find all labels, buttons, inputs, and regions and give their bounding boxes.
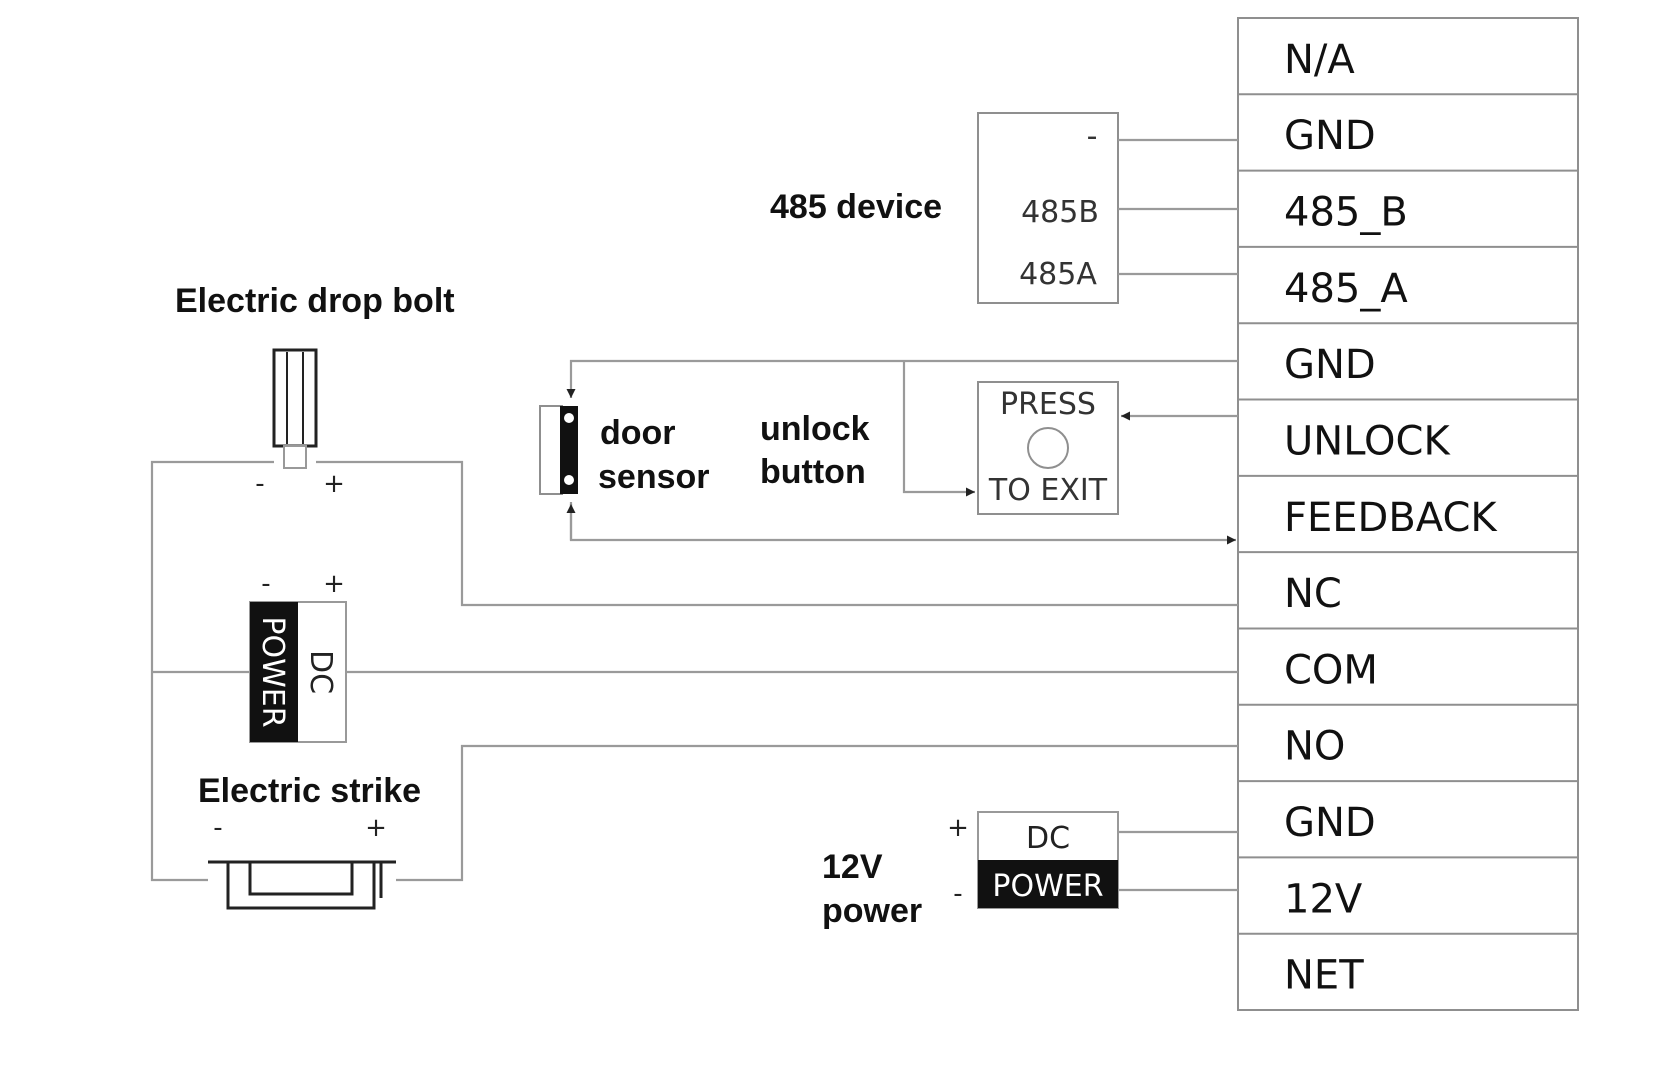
door-sensor-label-line1: door: [600, 414, 676, 452]
terminal-label: GND: [1284, 113, 1376, 159]
door-sensor-label-line2: sensor: [598, 458, 710, 496]
door-sensor-contact-top: [564, 413, 574, 423]
door-sensor-body: [539, 405, 563, 495]
electric-strike-minus: -: [213, 813, 222, 843]
wire-gnd-exit-button: [902, 361, 975, 497]
terminal-label: NO: [1284, 724, 1345, 770]
dc-power-left-plus: +: [323, 569, 345, 599]
drop-bolt-pin: [283, 445, 307, 469]
device-485-label: 485 device: [770, 188, 942, 226]
drop-bolt-label: Electric drop bolt: [175, 282, 455, 320]
terminal-label: 12V: [1284, 876, 1363, 922]
wire-no: [396, 744, 1238, 882]
terminal-label: GND: [1284, 800, 1376, 846]
terminal-label: 485_A: [1284, 266, 1408, 312]
electric-strike: Electric strike - +: [198, 772, 421, 910]
device-485-pin-a: 485A: [1019, 257, 1097, 292]
terminal-label: NC: [1284, 571, 1342, 617]
power-12v-label-line2: power: [822, 892, 922, 930]
electric-strike-label: Electric strike: [198, 772, 421, 810]
terminal-label: FEEDBACK: [1284, 495, 1498, 541]
exit-button-box: [977, 381, 1119, 515]
wire-feedback: [569, 502, 1236, 545]
dc-power-left-power-text: POWER: [255, 616, 290, 727]
drop-bolt-body: [272, 348, 318, 448]
power-12v-dc-text: DC: [1026, 821, 1070, 856]
wire-gnd-door-sensor: [566, 359, 1238, 398]
drop-bolt-plus: +: [323, 469, 345, 499]
door-sensor-contact-bottom: [564, 475, 574, 485]
terminal-rows: N/A GND 485_B 485_A GND UNLOCK FEEDBACK NC COM NO…: [1238, 37, 1578, 999]
electric-strike-plus: +: [365, 813, 387, 843]
terminal-label: NET: [1284, 953, 1364, 999]
device-485-pin-b: 485B: [1021, 195, 1099, 230]
device-485: - 485B 485A 485 device: [770, 112, 1119, 304]
exit-button-press-text: PRESS: [1000, 387, 1096, 422]
terminal-block: N/A GND 485_B 485_A GND UNLOCK FEEDBACK NC COM NO…: [1237, 17, 1579, 1011]
unlock-button: unlock button PRESS TO EXIT: [760, 381, 1119, 515]
terminal-block-frame: [1237, 17, 1579, 1011]
power-12v-label-line1: 12V: [822, 848, 883, 886]
power-12v-minus: -: [953, 879, 962, 909]
electric-drop-bolt: Electric drop bolt - +: [175, 282, 455, 499]
power-12v: 12V power + - DC POWER: [822, 811, 1119, 930]
device-485-pin-minus: -: [1087, 119, 1098, 154]
terminal-label: COM: [1284, 647, 1378, 693]
terminal-label: UNLOCK: [1284, 418, 1451, 464]
dc-power-left-dc-text: DC: [303, 650, 338, 694]
door-sensor-magnet: [560, 406, 578, 494]
dc-power-left-minus: -: [261, 569, 270, 599]
device-485-box: [977, 112, 1119, 304]
dc-power-left: - + POWER DC: [249, 569, 347, 743]
wire-nc: [316, 460, 1238, 607]
dc-power-left-black-half: [250, 602, 298, 742]
unlock-button-label-line1: unlock: [760, 410, 870, 448]
exit-button-circle: [1027, 427, 1069, 469]
door-sensor: door sensor: [539, 405, 710, 496]
unlock-button-label-line2: button: [760, 453, 866, 491]
power-12v-black-half: [978, 860, 1118, 908]
power-12v-power-text: POWER: [992, 869, 1103, 904]
terminal-label: 485_B: [1284, 190, 1408, 236]
power-12v-plus: +: [947, 813, 969, 843]
electric-strike-keeper: [248, 860, 354, 896]
exit-button-to-exit-text: TO EXIT: [988, 473, 1108, 508]
terminal-label: GND: [1284, 342, 1376, 388]
drop-bolt-minus: -: [255, 469, 264, 499]
terminal-label: N/A: [1284, 37, 1355, 83]
